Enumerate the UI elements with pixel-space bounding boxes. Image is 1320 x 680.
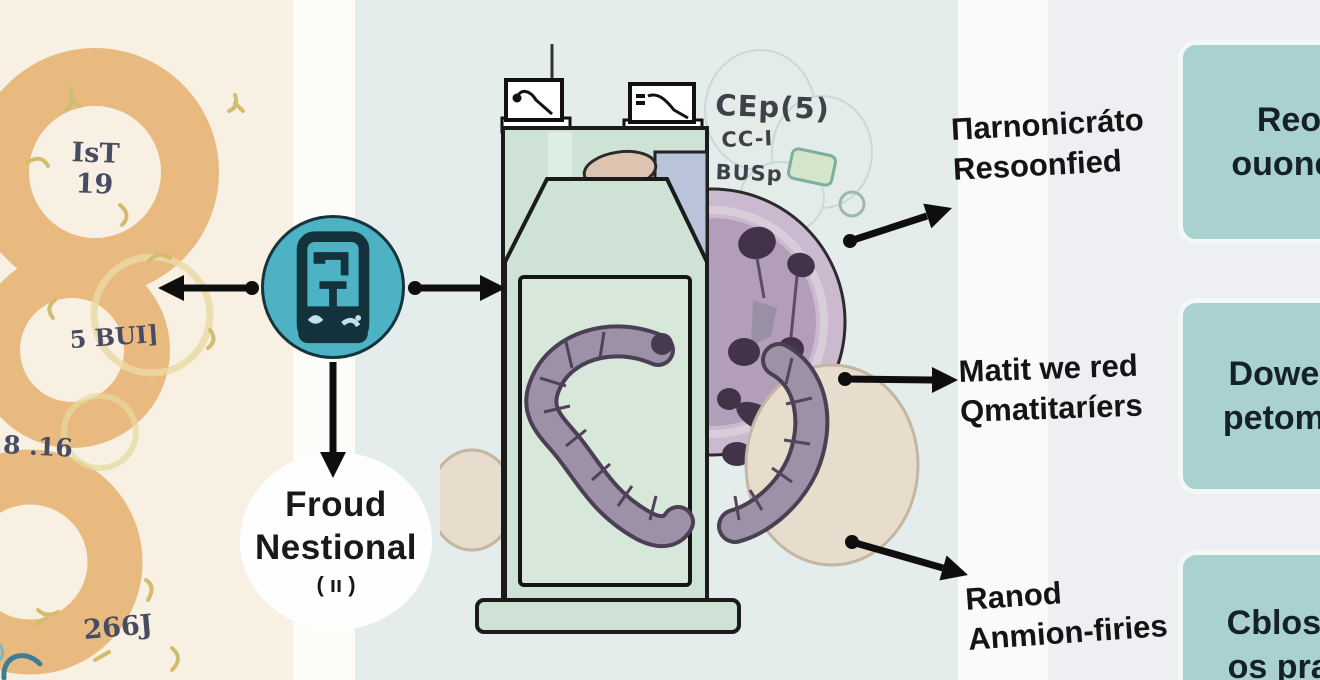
specimen-caption-line2: CC-I: [721, 126, 774, 152]
result-box-1-line1: Reo: [1256, 100, 1320, 139]
corner-swirl-decoration: [0, 643, 43, 680]
result-box-2-line2: petomih: [1222, 399, 1320, 437]
specimen-caption-line1: CEp(5): [714, 88, 831, 126]
result-box-1: Reo ouoner: [1178, 40, 1320, 244]
gold-squiggles: [26, 86, 245, 672]
hub-node: [261, 215, 405, 359]
result-box-3: Cblos o os prap: [1178, 550, 1320, 680]
ring-label-mid: 8 .16: [2, 430, 74, 463]
ring-label-top-line1: IsT: [71, 137, 121, 170]
dish-dark-colonies: [717, 226, 815, 466]
flow-node-line2: Nestional: [254, 528, 418, 567]
jar-base: [475, 598, 741, 634]
specimen-caption-line3: BUSp: [715, 160, 784, 187]
annotation-3: Ranod Anmion-firies: [964, 566, 1169, 660]
ring-label-top: IsT 19: [54, 137, 136, 202]
ring-label-top-line2: 19: [75, 168, 114, 201]
annotation-2-line2: Qmatitaríers: [959, 387, 1144, 430]
result-box-2: Dowein petomih: [1178, 298, 1320, 494]
phone-glyph-icon: [296, 231, 370, 344]
orange-rings-decoration: [0, 48, 245, 680]
specimen-jar: [475, 44, 741, 634]
needle-icon: [647, 93, 689, 120]
worm-inside: [524, 324, 695, 549]
colony-links: [755, 257, 799, 338]
dish-gray-colony: [751, 300, 777, 346]
result-box-3-line2: os prap: [1227, 648, 1320, 680]
annotation-2: Matit we red Qmatitaríers: [958, 346, 1143, 433]
flow-node-line3: ( ıı ): [316, 571, 356, 597]
result-box-3-line1: Cblos o: [1226, 603, 1320, 642]
flow-node-line1: Froud: [285, 485, 387, 525]
worm-outside: [717, 342, 830, 544]
steam-blobs: [704, 49, 873, 235]
sensor-box-left: [500, 78, 572, 134]
green-doodle: [786, 147, 838, 187]
result-box-1-line2: ouoner: [1231, 145, 1320, 183]
flow-node: Froud Nestional ( ıı ): [240, 452, 432, 630]
result-box-2-line1: Dowein: [1228, 354, 1320, 393]
beige-blob-right: [744, 363, 920, 567]
annotation-1: Пarnonicráto Resoonfied: [950, 100, 1147, 191]
specimen-illustration: [440, 44, 920, 634]
background-band-white-right: [958, 0, 1048, 680]
annotation-2-line1: Matit we red: [958, 347, 1139, 389]
